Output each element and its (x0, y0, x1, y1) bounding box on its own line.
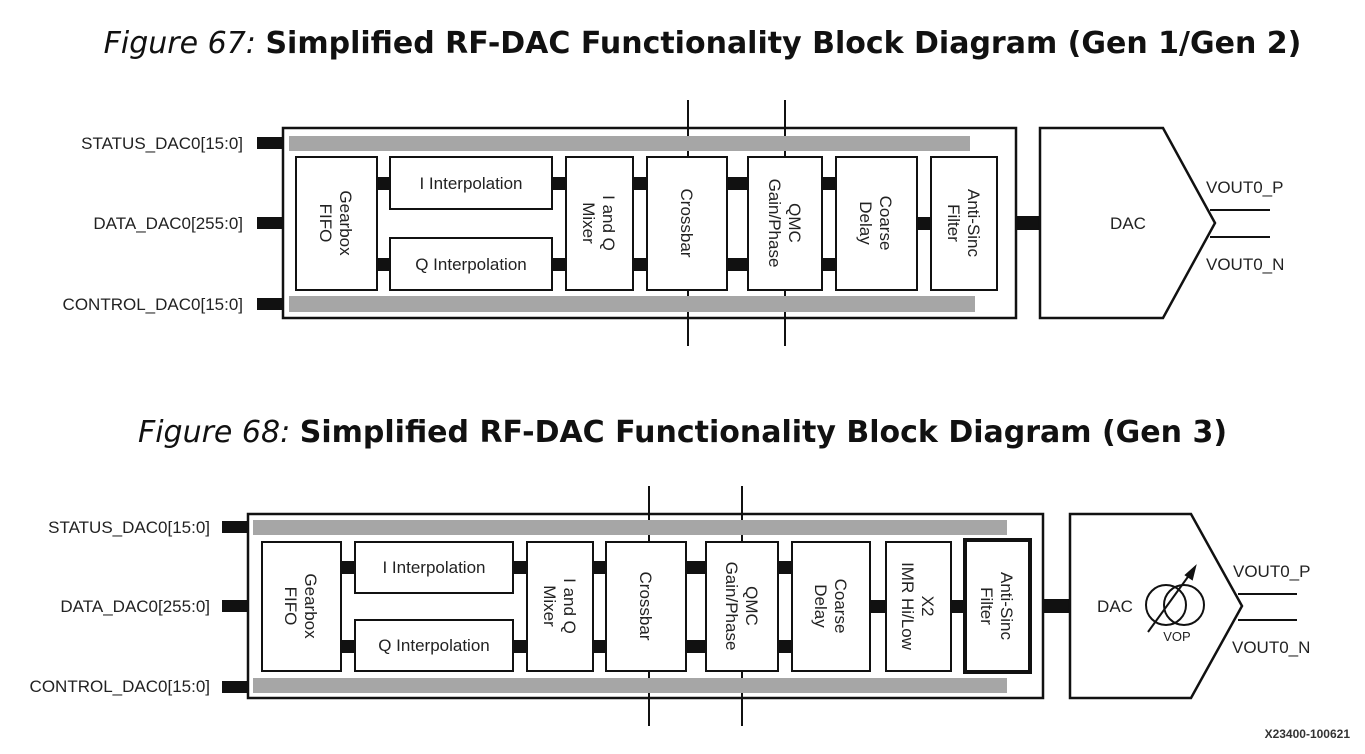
qmc-block (705, 541, 779, 672)
status-bus-bar (289, 136, 970, 151)
gearbox-fifo-block (295, 156, 378, 291)
anti-sinc-label-1: Anti-Sinc (997, 572, 1016, 641)
qmc-label-2: Gain/Phase (722, 562, 741, 651)
data-signal-label: DATA_DAC0[255:0] (60, 597, 210, 616)
coarse-delay-label-1: Coarse (831, 579, 850, 634)
figure-67-title: Figure 67: Simplified RF-DAC Functionali… (20, 26, 1365, 61)
figure-67-caption: Simplified RF-DAC Functionality Block Di… (265, 26, 1302, 61)
vop-label: VOP (1163, 629, 1190, 644)
mixer-label-2: Mixer (579, 202, 598, 244)
gearbox-label-1: Gearbox (301, 573, 320, 639)
figure-code: X23400-100621 (1265, 727, 1351, 741)
anti-sinc-filter-block (963, 538, 1032, 674)
iq-mixer-block (565, 156, 634, 291)
crossbar-block (605, 541, 687, 672)
crossbar-label: Crossbar (636, 572, 655, 641)
figure-68-title: Figure 68: Simplified RF-DAC Functionali… (0, 415, 1365, 450)
control-signal-label: CONTROL_DAC0[15:0] (30, 677, 210, 696)
vout-p-label: VOUT0_P (1233, 562, 1310, 581)
mixer-label-2: Mixer (540, 585, 559, 627)
anti-sinc-label-1: Anti-Sinc (964, 189, 983, 258)
control-signal-label: CONTROL_DAC0[15:0] (63, 295, 243, 314)
i-interpolation-block (354, 541, 514, 594)
qmc-label-1: QMC (742, 586, 761, 626)
gearbox-fifo-block (261, 541, 342, 672)
block-connectors (377, 177, 1040, 271)
dac-label: DAC (1110, 214, 1146, 233)
control-bus-bar (253, 678, 1007, 693)
coarse-delay-label-2: Delay (811, 584, 830, 628)
i-interpolation-label: I Interpolation (419, 174, 522, 193)
coarse-delay-block (791, 541, 871, 672)
control-input-port (222, 681, 248, 693)
gearbox-label-1: Gearbox (336, 190, 355, 256)
imr-x2-block (885, 541, 952, 672)
imr-label-1: X2 (918, 596, 937, 617)
status-input-port (222, 521, 248, 533)
data-input-port (257, 217, 283, 229)
q-interpolation-block (354, 619, 514, 672)
coarse-delay-label-2: Delay (856, 201, 875, 245)
current-source-icon (1145, 564, 1205, 633)
dac-label: DAC (1097, 597, 1133, 616)
crossbar-label: Crossbar (677, 189, 696, 258)
figure-67-number: Figure 67: (103, 26, 256, 61)
gearbox-label-2: FIFO (316, 204, 335, 243)
coarse-delay-block (835, 156, 918, 291)
control-bus-bar (289, 296, 975, 312)
vout-p-label: VOUT0_P (1206, 178, 1283, 197)
status-signal-label: STATUS_DAC0[15:0] (48, 518, 210, 537)
status-input-port (257, 137, 283, 149)
status-signal-label: STATUS_DAC0[15:0] (81, 134, 243, 153)
q-interpolation-label: Q Interpolation (415, 255, 527, 274)
dac-block (1038, 126, 1217, 320)
iq-mixer-block (526, 541, 594, 672)
status-bus-bar (253, 520, 1007, 535)
data-input-port (222, 600, 248, 612)
figure-68-caption: Simplified RF-DAC Functionality Block Di… (299, 415, 1228, 450)
block-connectors (341, 561, 1070, 653)
mixer-label-1: I and Q (599, 195, 618, 251)
anti-sinc-filter-block (930, 156, 998, 291)
q-interpolation-block (389, 237, 553, 291)
data-signal-label: DATA_DAC0[255:0] (93, 214, 243, 233)
qmc-label-1: QMC (785, 203, 804, 243)
gearbox-label-2: FIFO (281, 587, 300, 626)
figure-68-diagram: STATUS_DAC0[15:0] DATA_DAC0[255:0] CONTR… (30, 486, 1310, 726)
qmc-label-2: Gain/Phase (765, 179, 784, 268)
mixer-label-1: I and Q (560, 578, 579, 634)
imr-label-2: IMR Hi/Low (898, 562, 917, 651)
qmc-block (747, 156, 823, 291)
anti-sinc-label-2: Filter (977, 587, 996, 625)
figure-68-number: Figure 68: (137, 415, 291, 450)
figure-67-diagram: STATUS_DAC0[15:0] DATA_DAC0[255:0] CONTR… (63, 100, 1284, 346)
vout-n-label: VOUT0_N (1232, 638, 1310, 657)
crossbar-block (646, 156, 728, 291)
i-interpolation-block (389, 156, 553, 210)
vout-n-label: VOUT0_N (1206, 255, 1284, 274)
coarse-delay-label-1: Coarse (876, 196, 895, 251)
i-interpolation-label: I Interpolation (382, 558, 485, 577)
control-input-port (257, 298, 283, 310)
anti-sinc-label-2: Filter (944, 204, 963, 242)
dac-block (1068, 512, 1244, 700)
q-interpolation-label: Q Interpolation (378, 636, 490, 655)
